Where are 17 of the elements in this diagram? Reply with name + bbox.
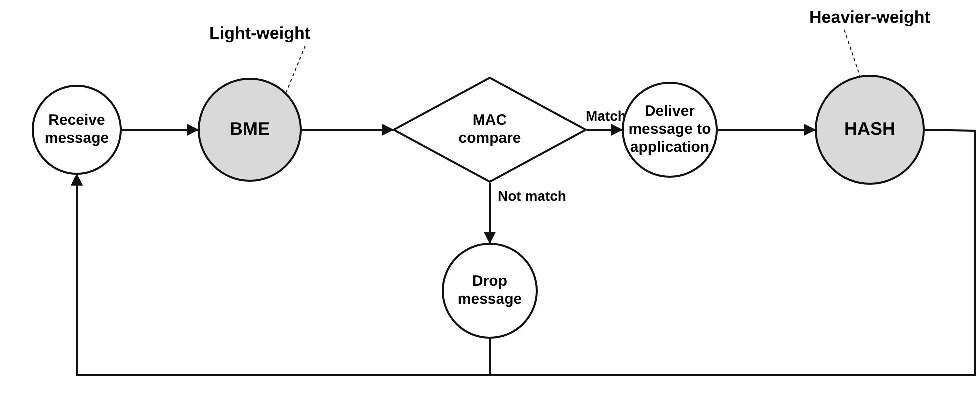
arrow (302, 124, 394, 136)
annotation-text: Light-weight (208, 24, 312, 44)
arrow (587, 124, 624, 136)
node-label: Deliver message to application (628, 103, 712, 157)
arrow (122, 124, 200, 136)
edge-label: Not match (496, 188, 568, 204)
leader-line (286, 46, 306, 94)
arrow (484, 183, 496, 244)
decision-diamond (393, 77, 587, 183)
node-label: Drop message (456, 273, 524, 309)
annotation-text: Heavier-weight (808, 8, 932, 28)
arrow (71, 174, 491, 376)
node-label: Receive message (44, 112, 110, 148)
arrow (718, 124, 816, 136)
node-label: MAC compare (458, 112, 522, 148)
node-label: BME (229, 119, 271, 141)
node-label: HASH (843, 119, 896, 141)
